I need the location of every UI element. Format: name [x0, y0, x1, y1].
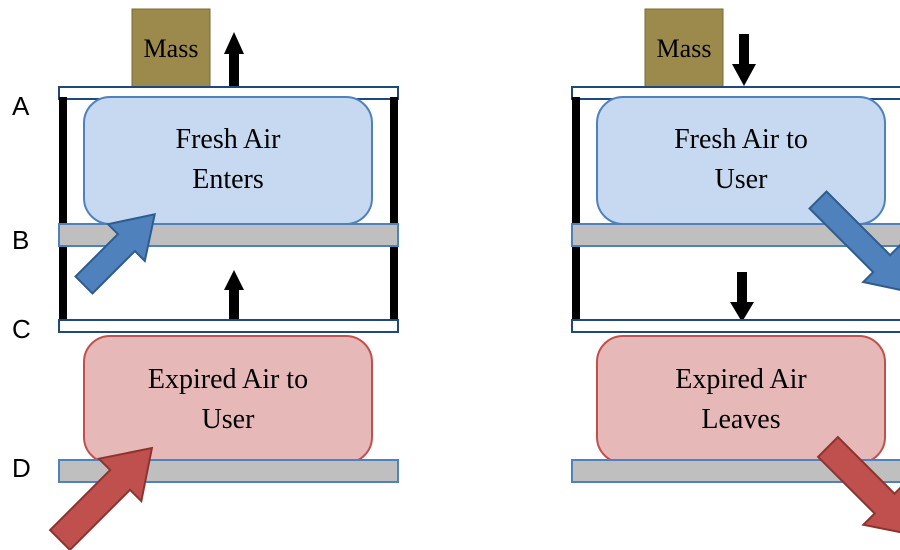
left-fresh-air-label: Fresh Air Enters: [84, 120, 372, 200]
right-mass-block: [644, 8, 724, 90]
left-plate-c: [58, 319, 399, 333]
row-label-d: D: [12, 453, 31, 483]
left-mass-label: Mass: [143, 34, 199, 63]
right-down-arrow: [730, 272, 754, 322]
right-plate-c: [571, 319, 900, 333]
left-up-arrow: [224, 270, 244, 322]
left-expired-air-line2: User: [201, 404, 255, 435]
left-expired-air-label: Expired Air to User: [84, 360, 372, 440]
right-fresh-air-line2: User: [714, 164, 768, 195]
left-mass-block: [131, 8, 211, 90]
right-red-outflow-arrow: [816, 435, 900, 537]
right-mass-down-arrow: [732, 34, 756, 86]
left-expired-air-line1: Expired Air to: [147, 364, 309, 395]
left-red-inflow-arrow: [48, 446, 154, 550]
row-label-a: A: [12, 91, 30, 121]
right-fresh-air-line1: Fresh Air to: [674, 124, 808, 155]
left-wall-right: [390, 97, 398, 322]
right-wall-left: [572, 97, 580, 322]
right-expired-air-line2: Leaves: [701, 404, 781, 435]
left-wall-left: [59, 97, 67, 322]
left-fresh-air-line1: Fresh Air: [175, 124, 281, 155]
left-mass-up-arrow: [224, 32, 244, 86]
right-fresh-air-label: Fresh Air to User: [597, 120, 885, 200]
left-fresh-air-line2: Enters: [192, 164, 264, 195]
right-plate-d: [571, 459, 900, 483]
right-expired-air-line1: Expired Air: [675, 364, 807, 395]
row-label-b: B: [12, 225, 30, 255]
right-expired-air-label: Expired Air Leaves: [597, 360, 885, 440]
right-blue-outflow-arrow: [808, 190, 900, 294]
right-mass-label: Mass: [656, 34, 712, 63]
right-plate-b: [571, 223, 900, 247]
row-label-c: C: [12, 314, 31, 344]
left-blue-inflow-arrow: [74, 212, 157, 295]
